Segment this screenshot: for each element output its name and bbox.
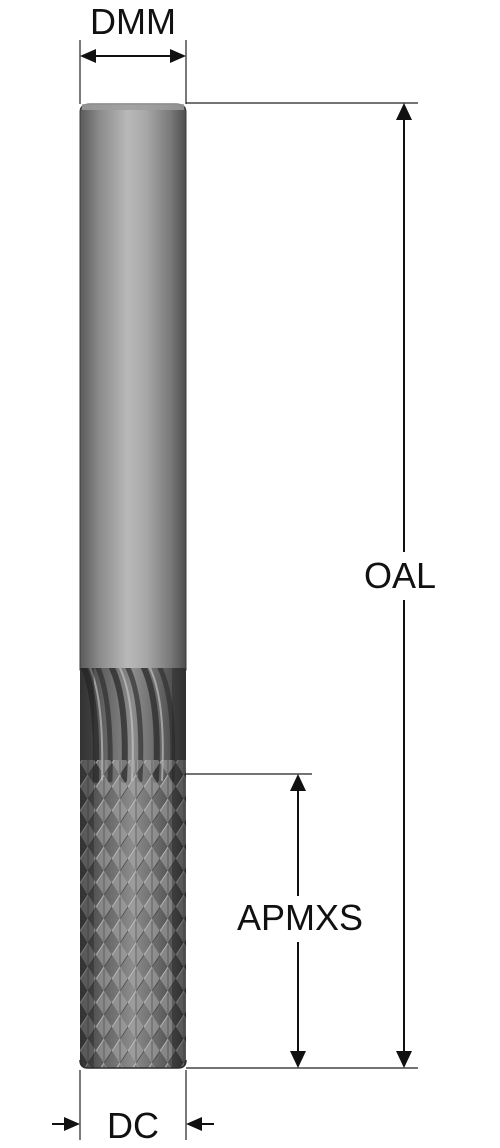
- shank-chamfer: [82, 104, 184, 110]
- apmxs-arrow-bottom: [290, 1051, 306, 1068]
- apmxs-label: APMXS: [237, 897, 363, 938]
- apmxs-arrow-top: [290, 774, 306, 791]
- end-mill-tool: [79, 103, 187, 1069]
- oal-arrow-top: [396, 103, 412, 120]
- dmm-label: DMM: [90, 1, 176, 42]
- dmm-dimension: DMM: [80, 1, 186, 63]
- knurled-cutting-area: [80, 760, 186, 1068]
- dc-arrow-left: [64, 1117, 80, 1131]
- oal-dimension: OAL: [364, 103, 436, 1068]
- apmxs-dimension: APMXS: [237, 774, 363, 1068]
- dmm-arrow-left: [80, 49, 96, 63]
- tool-cutting-section: [80, 668, 186, 1068]
- dc-dimension: DC: [52, 1105, 214, 1146]
- oal-label: OAL: [364, 555, 436, 596]
- tool-shank: [79, 103, 187, 671]
- dmm-arrow-right: [170, 49, 186, 63]
- extension-lines: [79, 40, 418, 1140]
- flute-transition: [81, 668, 176, 783]
- dc-arrow-right: [186, 1117, 202, 1131]
- dc-label: DC: [107, 1105, 159, 1146]
- oal-arrow-bottom: [396, 1051, 412, 1068]
